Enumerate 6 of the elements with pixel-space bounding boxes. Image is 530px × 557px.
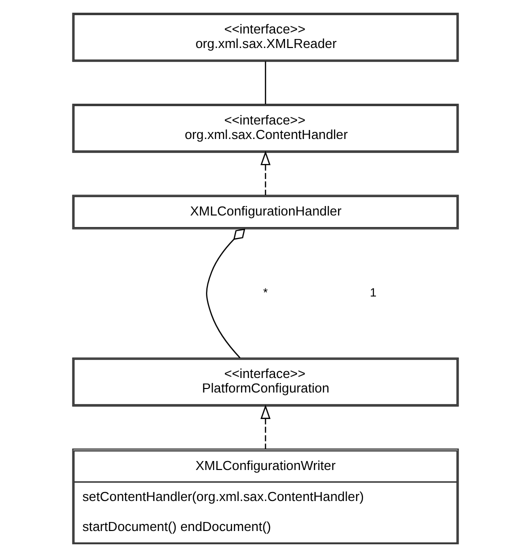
arrow	[260, 404, 270, 449]
connector	[264, 61, 266, 104]
label: 1	[369, 285, 376, 300]
connector	[206, 228, 245, 358]
arrow	[260, 150, 270, 195]
label: *	[262, 285, 268, 300]
